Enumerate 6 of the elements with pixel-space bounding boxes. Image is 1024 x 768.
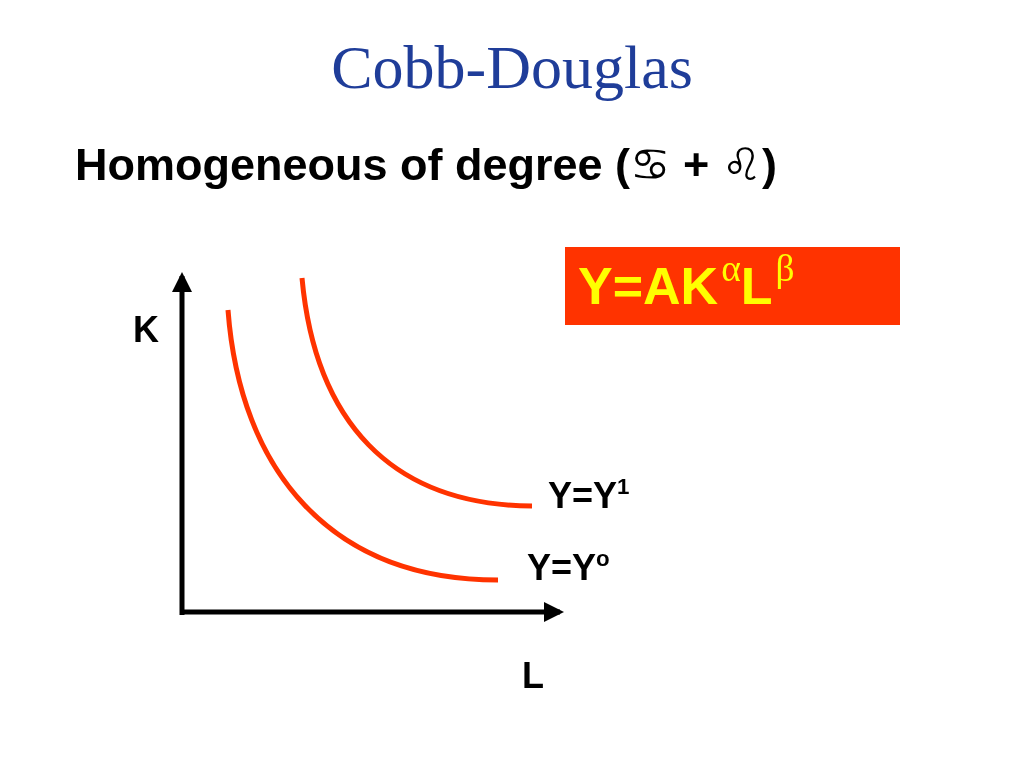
formula-box: Y=AK$^{α}$L$^{β}$	[565, 247, 900, 325]
axis-label: K	[133, 312, 159, 348]
subtitle-text: Homogeneous of degree (♋ + ♌)	[75, 142, 777, 187]
axis-label: L	[522, 658, 544, 694]
curve-label: Y=Y$^{1}$	[548, 478, 630, 514]
curve-label: Y=Y$^{o}$	[527, 550, 610, 586]
